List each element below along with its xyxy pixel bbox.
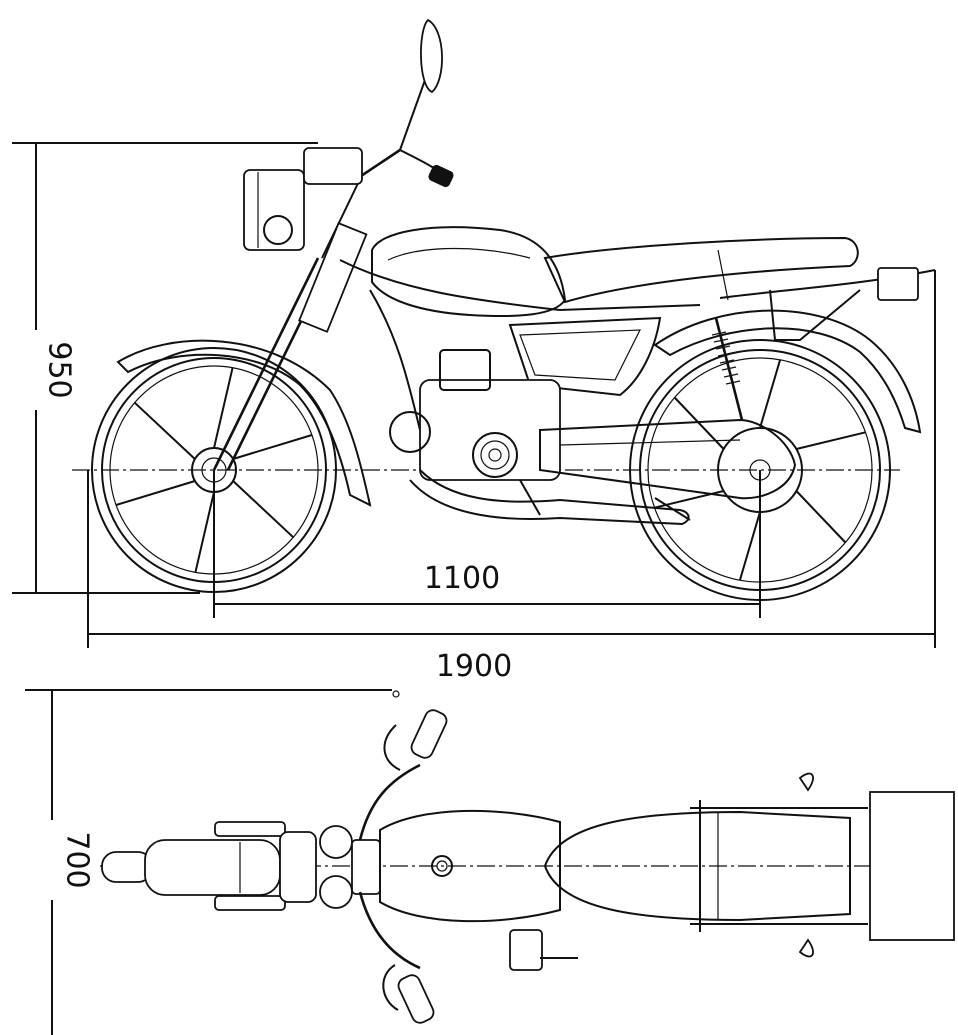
wheel-spoke [194, 491, 215, 573]
front-wheel [91, 347, 337, 593]
frame [339, 259, 701, 431]
wheel-spoke [759, 359, 782, 429]
turn-signal-top [798, 772, 814, 792]
wheel-spoke [232, 480, 294, 539]
wheel-spoke [796, 431, 866, 450]
rear-wheel [629, 339, 891, 601]
height-dimension: 950 [12, 142, 318, 594]
wheel-spoke [213, 367, 234, 449]
top-view: 700 [25, 689, 955, 1035]
side-view: 950 1100 1900 [12, 18, 936, 684]
rear-rack-top [690, 800, 868, 932]
rear-rack [719, 267, 936, 341]
handlebar [357, 18, 454, 188]
turn-signal-bottom [798, 938, 814, 958]
wheelbase-dimension: 1100 [213, 470, 761, 618]
width-label: 700 [60, 831, 95, 888]
side-panel [508, 316, 662, 397]
wheel-spoke [738, 511, 761, 581]
height-label: 950 [42, 341, 77, 398]
front-wheel-top [101, 821, 286, 911]
headlight-top [279, 825, 381, 909]
wheel-spoke [795, 490, 847, 544]
fuel-tank-top [379, 809, 561, 923]
wheel-spoke [134, 401, 196, 460]
length-label: 1900 [436, 649, 512, 684]
rear-fender [653, 309, 922, 434]
length-dimension: 1900 [87, 270, 936, 684]
seat-top [543, 810, 851, 922]
footpeg-top [509, 929, 578, 971]
fuel-tank [371, 226, 567, 318]
wheel-spoke [115, 480, 196, 506]
front-fender [116, 339, 372, 507]
seat [543, 236, 859, 304]
kickstand [519, 479, 691, 521]
swingarm [539, 418, 797, 500]
handlebar-top [358, 709, 448, 1024]
wheel-spoke [232, 434, 313, 460]
exhaust [409, 469, 690, 526]
rear-shock [711, 317, 744, 421]
front-fork [212, 174, 368, 471]
width-dimension: 700 [25, 689, 400, 1035]
wheelbase-label: 1100 [424, 561, 500, 596]
tail-box [869, 791, 955, 941]
headlight [243, 147, 363, 251]
